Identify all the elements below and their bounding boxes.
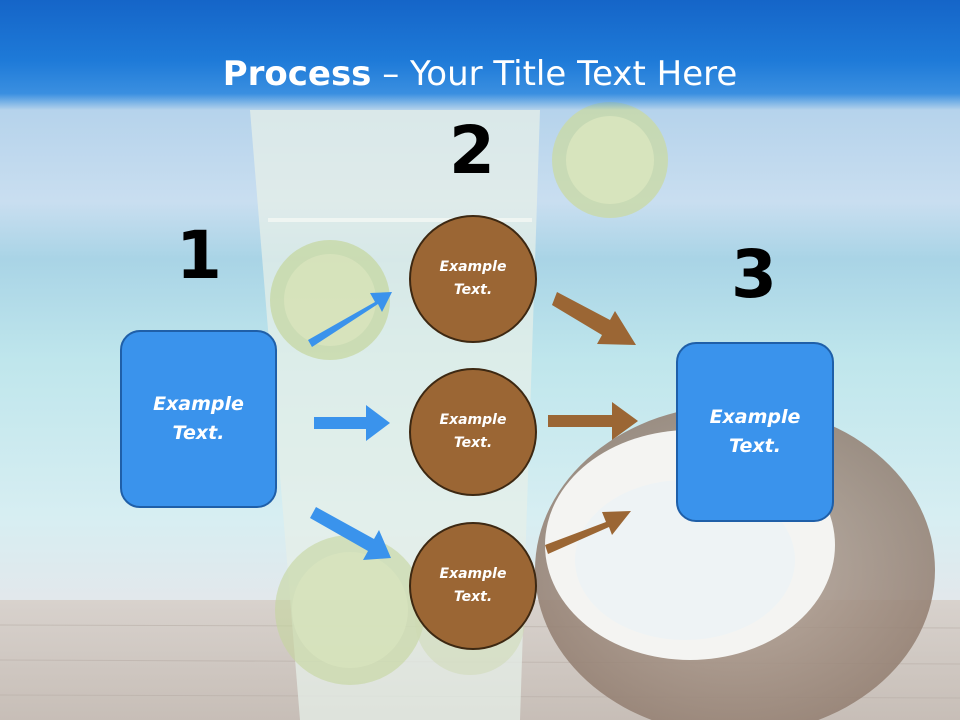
step-3-text: Example Text. bbox=[709, 406, 801, 457]
step-2-circle-bottom[interactable]: Example Text. bbox=[409, 522, 537, 650]
title-rest: – Your Title Text Here bbox=[371, 54, 738, 94]
step-number-3: 3 bbox=[731, 236, 777, 313]
step-1-box[interactable]: Example Text. bbox=[120, 330, 277, 508]
step-2-circle-middle[interactable]: Example Text. bbox=[409, 368, 537, 496]
step-3-box[interactable]: Example Text. bbox=[676, 342, 834, 522]
step-1-text: Example Text. bbox=[153, 393, 244, 444]
step-number-1: 1 bbox=[176, 217, 222, 294]
title-bar bbox=[0, 0, 960, 110]
step-2-circle-top[interactable]: Example Text. bbox=[409, 215, 537, 343]
title-bold: Process bbox=[222, 54, 372, 94]
step-number-2: 2 bbox=[449, 112, 495, 189]
step-2-circle-bottom-text: Example Text. bbox=[439, 566, 507, 605]
step-2-circle-middle-text: Example Text. bbox=[439, 412, 507, 451]
step-2-circle-top-text: Example Text. bbox=[439, 259, 507, 298]
slide-title: Process – Your Title Text Here bbox=[0, 52, 960, 96]
